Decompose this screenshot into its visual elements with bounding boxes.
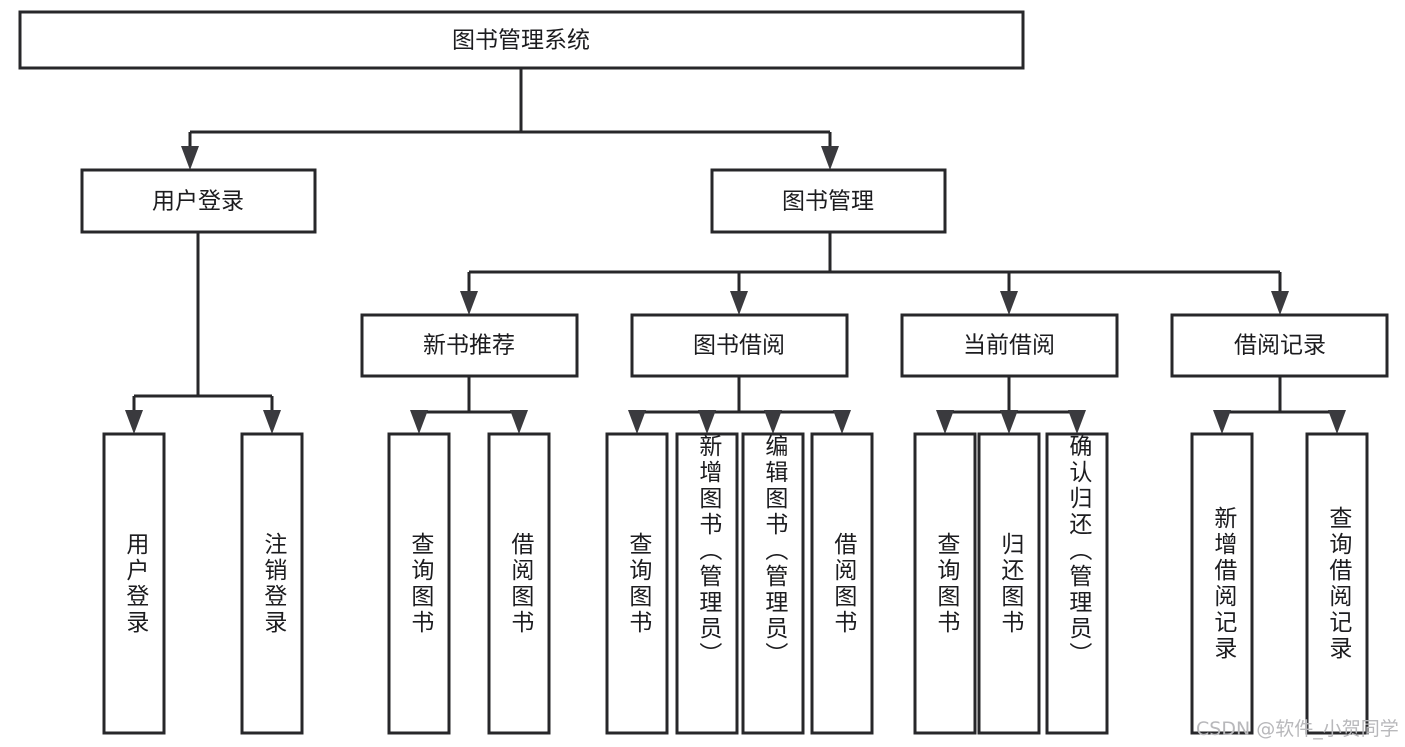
- leaf-user-login-1-box[interactable]: [240, 432, 304, 735]
- node-borrow-record-box[interactable]: [1170, 313, 1389, 378]
- node-current-borrow-label: 当前借阅: [963, 333, 1055, 359]
- node-user-login-box[interactable]: [80, 168, 317, 234]
- box-layer: [18, 10, 1389, 735]
- leaf-borrow-book-3-box[interactable]: [810, 432, 874, 735]
- node-root-label: 图书管理系统: [452, 28, 590, 54]
- leaf-current-borrow-2-box[interactable]: [1045, 432, 1109, 735]
- leaf-borrow-record-1-box[interactable]: [1305, 432, 1369, 735]
- arrow-br-leaf1: [1213, 410, 1231, 434]
- node-user-login-label: 用户登录: [152, 189, 244, 215]
- arrow-new-leaf1: [410, 410, 428, 434]
- node-book-mgmt-box[interactable]: [710, 168, 947, 234]
- leaf-borrow-book-1-box[interactable]: [675, 432, 739, 735]
- arrow-bb-leaf4: [833, 410, 851, 434]
- label-layer: 图书管理系统 用户登录 图书管理 新书推荐 图书借阅 当前借阅 借阅记录: [152, 28, 1326, 359]
- leaf-current-borrow-1-box[interactable]: [977, 432, 1041, 735]
- arrow-bb-leaf2: [698, 410, 716, 434]
- node-new-book-label: 新书推荐: [423, 333, 515, 359]
- leaf-new-book-1-box[interactable]: [487, 432, 551, 735]
- arrow-root-to-user-login: [181, 146, 199, 170]
- node-borrow-record-label: 借阅记录: [1234, 333, 1326, 359]
- arrow-new-leaf2: [510, 410, 528, 434]
- node-root-box[interactable]: [18, 10, 1025, 70]
- node-borrow-book-box[interactable]: [630, 313, 849, 378]
- arrow-ul-leaf1: [125, 410, 143, 434]
- leaf-borrow-book-0-box[interactable]: [605, 432, 669, 735]
- node-new-book-box[interactable]: [360, 313, 579, 378]
- node-book-mgmt-label: 图书管理: [782, 189, 874, 215]
- arrow-cb-leaf1: [936, 410, 954, 434]
- leaf-borrow-record-0-box[interactable]: [1190, 432, 1254, 735]
- leaf-borrow-book-2-box[interactable]: [741, 432, 805, 735]
- node-borrow-book-label: 图书借阅: [693, 333, 785, 359]
- arrow-bm-to-record: [1271, 291, 1289, 315]
- arrow-bm-to-current: [1000, 291, 1018, 315]
- arrow-bm-to-new: [460, 291, 478, 315]
- arrow-bb-leaf3: [764, 410, 782, 434]
- arrow-bb-leaf1: [628, 410, 646, 434]
- arrow-cb-leaf3: [1068, 410, 1086, 434]
- arrow-ul-leaf2: [263, 410, 281, 434]
- arrow-root-to-book-mgmt: [821, 146, 839, 170]
- arrow-bm-to-borrow: [730, 291, 748, 315]
- arrow-cb-leaf2: [1000, 410, 1018, 434]
- leaf-new-book-0-box[interactable]: [387, 432, 451, 735]
- leaf-current-borrow-0-box[interactable]: [913, 432, 977, 735]
- connector-layer: [125, 68, 1346, 434]
- leaf-user-login-0-box[interactable]: [102, 432, 166, 735]
- node-current-borrow-box[interactable]: [900, 313, 1119, 378]
- arrow-br-leaf2: [1328, 410, 1346, 434]
